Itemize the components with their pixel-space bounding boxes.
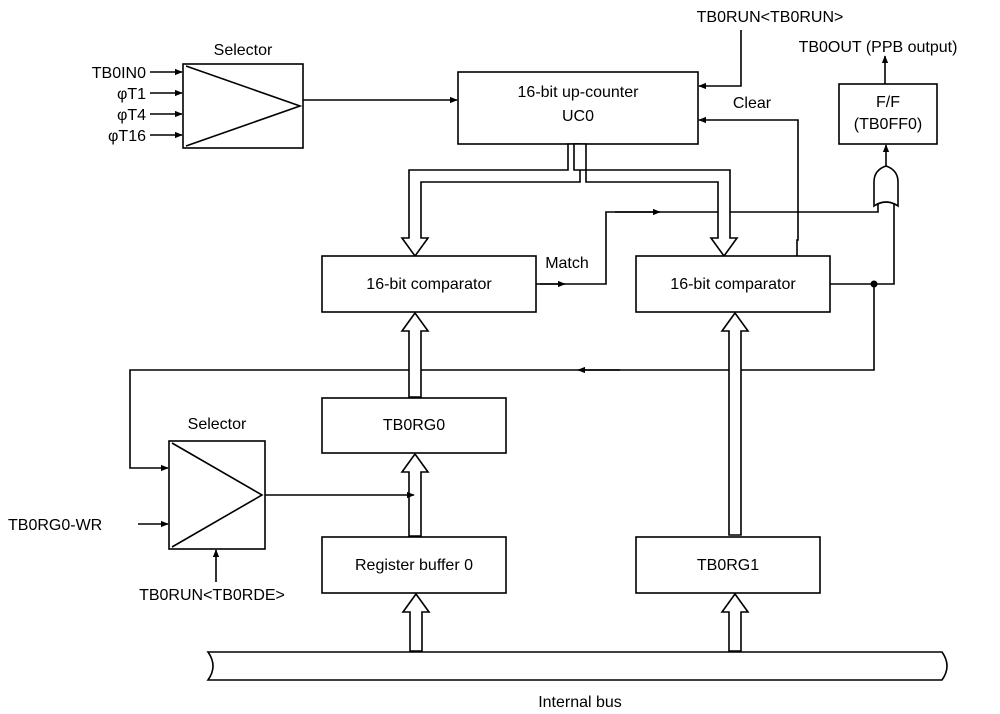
register-tb0rg0-box: [321, 397, 507, 454]
selector-top-input-2: φT4: [117, 107, 146, 124]
clear-arrow: [698, 116, 799, 272]
counter-bus-left: [400, 143, 581, 258]
comparator-right-box: [635, 255, 831, 313]
selector-top-triangle: [185, 65, 303, 147]
output-label: TB0OUT (PPB output): [799, 39, 958, 56]
selector-top-box: [182, 63, 304, 149]
register-buffer-0-label: Register buffer 0: [355, 557, 473, 574]
run-control-arrow: [698, 30, 742, 90]
match-label: Match: [545, 255, 589, 272]
internal-bus-label: Internal bus: [538, 694, 622, 711]
register-buffer-0: Register buffer 0: [321, 536, 507, 594]
comparator-right-to-or: [830, 203, 895, 285]
up-counter-id: UC0: [562, 108, 594, 125]
selector-bottom-box: [168, 440, 266, 550]
flip-flop-box: [838, 83, 938, 145]
feedback-line: [129, 284, 875, 472]
comparator-right-label: 16-bit comparator: [670, 276, 796, 293]
up-counter-label: 16-bit up-counter: [518, 84, 640, 101]
selector-top-input-1: φT1: [117, 86, 146, 103]
register-tb0rg1-box: [635, 536, 821, 594]
selector-top: Selector TB0IN0 φT1 φT4 φT16: [92, 42, 458, 149]
comparator-left: 16-bit comparator: [321, 255, 537, 313]
counter-bus-right-path: [573, 143, 739, 258]
selector-bottom-title: Selector: [188, 416, 247, 433]
selector-bottom-triangle: [171, 442, 264, 548]
up-counter: 16-bit up-counter UC0: [457, 71, 699, 145]
bus-to-buffer-arrow: [401, 592, 431, 652]
register-tb0rg1-label: TB0RG1: [697, 557, 759, 574]
register-tb0rg0: TB0RG0: [321, 397, 507, 454]
match-line-to-or: [536, 203, 879, 285]
comparator-left-label: 16-bit comparator: [366, 276, 492, 293]
selector-top-input-3: φT16: [108, 128, 146, 145]
flip-flop-label: F/F: [876, 94, 900, 111]
internal-bus: [206, 651, 948, 681]
flip-flop-id: (TB0FF0): [854, 116, 922, 133]
bus-to-tb0rg1-arrow: [720, 592, 750, 652]
comparator-left-box: [321, 255, 537, 313]
or-gate: [873, 165, 899, 208]
selector-top-title: Selector: [214, 42, 273, 59]
register-buffer-0-box: [321, 536, 507, 594]
selector-bottom-wr-label: TB0RG0-WR: [8, 517, 102, 534]
register-tb0rg0-label: TB0RG0: [383, 417, 445, 434]
selector-bottom: Selector TB0RG0-WR TB0RUN<TB0RDE>: [8, 416, 415, 604]
comparator-right: 16-bit comparator: [635, 255, 831, 313]
register-tb0rg1: TB0RG1: [635, 536, 821, 594]
run-control-label: TB0RUN<TB0RUN>: [697, 9, 844, 26]
buffer-to-tb0rg0-bus: [400, 452, 430, 537]
selector-bottom-control-label: TB0RUN<TB0RDE>: [139, 587, 285, 604]
flip-flop: F/F (TB0FF0): [838, 83, 938, 145]
tb0rg1-to-comparator-bus: [720, 311, 750, 536]
selector-top-input-0: TB0IN0: [92, 65, 146, 82]
clear-label: Clear: [733, 95, 772, 112]
tb0rg0-to-comparator-bus: [400, 311, 430, 398]
